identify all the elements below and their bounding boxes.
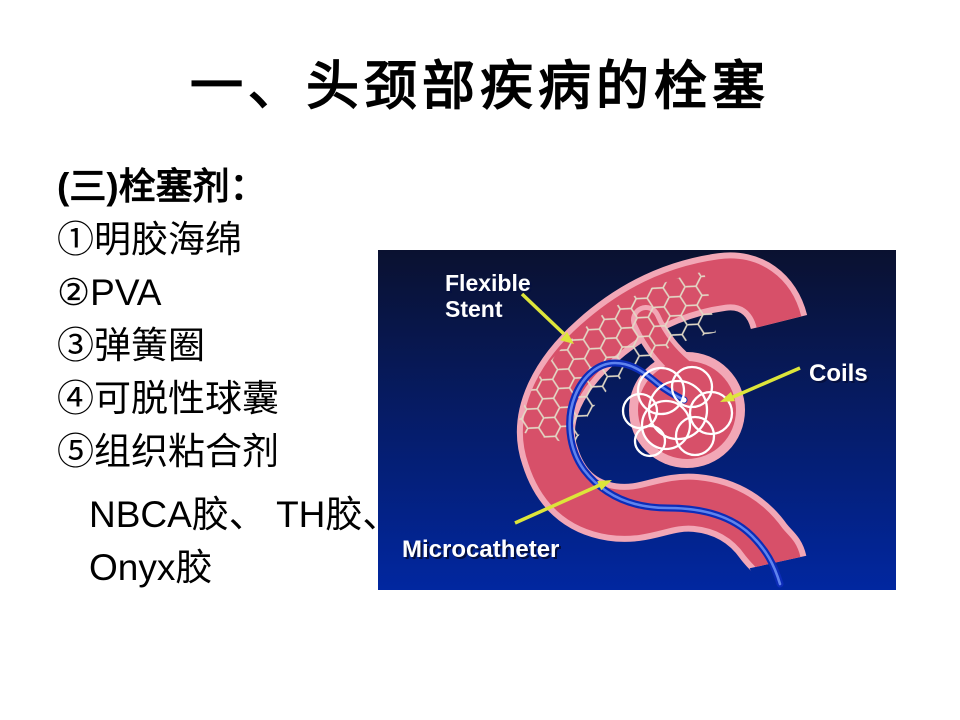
content-list: (三)栓塞剂： ①明胶海绵 ②PVA ③弹簧圈 ④可脱性球囊 ⑤组织粘合剂 NB… [57, 160, 399, 594]
stent-mesh [515, 271, 717, 446]
coils-arrow [732, 366, 801, 399]
microcatheter-arrow [514, 483, 601, 525]
microcatheter-arrowhead [597, 480, 612, 491]
list-subitem: NBCA胶、 TH胶、 [89, 494, 400, 535]
flexible-stent-arrowhead [560, 331, 574, 344]
list-subitem: Onyx胶 [89, 547, 213, 588]
coils-group [621, 365, 734, 458]
arrow-heads [560, 331, 735, 491]
coils-arrowhead [720, 391, 735, 402]
coil [640, 399, 692, 451]
coil [688, 390, 734, 436]
vessel-lumen [523, 258, 802, 569]
embolization-figure: Flexible Stent Coils Microcatheter [378, 250, 896, 590]
coil [636, 366, 686, 416]
flexible-stent-label-line1: Flexible [445, 270, 531, 296]
figure-labels: Flexible Stent Coils Microcatheter [402, 270, 868, 563]
list-item: ④可脱性球囊 [57, 378, 279, 419]
flexible-stent-label-line2: Stent [445, 296, 503, 322]
vessel [517, 252, 808, 573]
list-item: ⑤组织粘合剂 [57, 431, 279, 472]
coil [621, 392, 659, 430]
microcatheter-highlight [568, 361, 782, 586]
list-item: ①明胶海绵 [57, 219, 242, 260]
coil [633, 424, 667, 458]
coil [674, 415, 716, 457]
content-heading: (三)栓塞剂： [57, 166, 267, 207]
coils-label: Coils [809, 360, 868, 387]
microcatheter-label: Microcatheter [402, 536, 559, 563]
flexible-stent-arrow [520, 292, 566, 336]
coil [647, 379, 709, 441]
slide-title: 一、头颈部疾病的栓塞 [190, 57, 770, 116]
list-item: ②PVA [57, 272, 162, 313]
embolization-diagram: Flexible Stent Coils Microcatheter [378, 250, 896, 590]
list-item: ③弹簧圈 [57, 325, 205, 366]
arrow-lines [514, 292, 801, 525]
